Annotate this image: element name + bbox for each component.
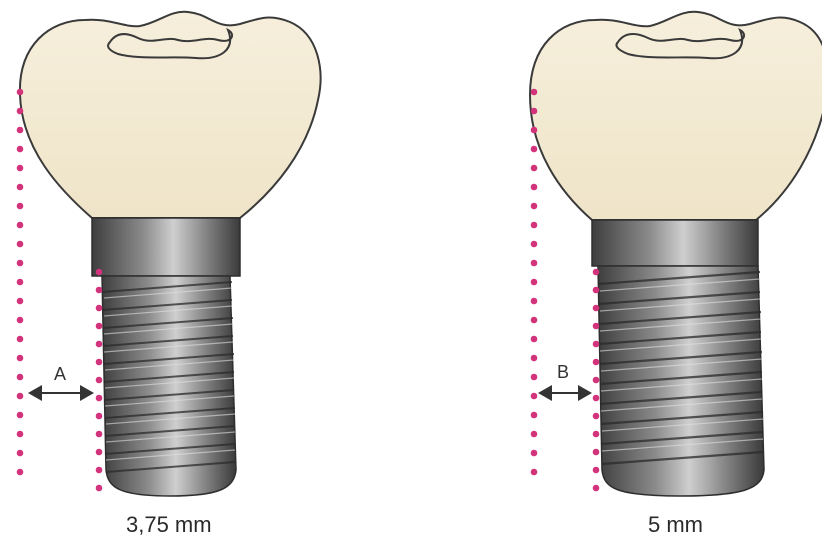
dotted-guide-left-inner [96, 269, 103, 492]
diameter-caption-left: 3,75 mm [126, 512, 212, 538]
guide-dot [17, 241, 24, 248]
dotted-guide-right-outer [531, 89, 538, 476]
guide-dot [531, 127, 538, 134]
guide-dot [17, 184, 24, 191]
guide-dot [593, 413, 600, 420]
guide-dot [96, 467, 103, 474]
guide-dot [17, 393, 24, 400]
guide-dot [531, 336, 538, 343]
guide-dot [96, 485, 103, 492]
guide-dot [531, 393, 538, 400]
guide-dot [593, 377, 600, 384]
guide-dot [531, 203, 538, 210]
guide-dot [593, 305, 600, 312]
guide-dot [17, 260, 24, 267]
implant-collar-left [92, 218, 240, 276]
guide-dot [593, 467, 600, 474]
guide-dot [531, 108, 538, 115]
guide-dot [96, 269, 103, 276]
measure-label-a: A [54, 364, 66, 384]
guide-dot [593, 395, 600, 402]
guide-dot [96, 287, 103, 294]
guide-dot [531, 469, 538, 476]
guide-dot [531, 450, 538, 457]
implant-collar-right [592, 220, 758, 266]
guide-dot [17, 279, 24, 286]
guide-dot [17, 108, 24, 115]
guide-dot [531, 89, 538, 96]
guide-dot [593, 341, 600, 348]
guide-dot [531, 317, 538, 324]
guide-dot [17, 203, 24, 210]
guide-dot [531, 412, 538, 419]
guide-dot [96, 305, 103, 312]
guide-dot [17, 222, 24, 229]
guide-dot [96, 323, 103, 330]
guide-dot [593, 359, 600, 366]
measure-arrow-a: A [30, 364, 92, 393]
guide-dot [593, 323, 600, 330]
diameter-caption-right: 5 mm [648, 512, 703, 538]
guide-dot [96, 431, 103, 438]
guide-dot [96, 413, 103, 420]
guide-dot [96, 341, 103, 348]
guide-dot [17, 89, 24, 96]
guide-dot [531, 146, 538, 153]
guide-dot [531, 355, 538, 362]
guide-dot [17, 146, 24, 153]
dotted-guide-left-outer [17, 89, 24, 476]
guide-dot [593, 287, 600, 294]
guide-dot [17, 317, 24, 324]
guide-dot [17, 412, 24, 419]
guide-dot [17, 450, 24, 457]
guide-dot [531, 165, 538, 172]
guide-dot [17, 431, 24, 438]
guide-dot [593, 485, 600, 492]
measure-label-b: B [557, 362, 569, 382]
guide-dot [17, 298, 24, 305]
guide-dot [593, 431, 600, 438]
guide-dot [96, 359, 103, 366]
guide-dot [17, 355, 24, 362]
implant-right [530, 12, 822, 496]
guide-dot [96, 377, 103, 384]
guide-dot [531, 184, 538, 191]
guide-dot [531, 298, 538, 305]
guide-dot [96, 395, 103, 402]
crown-left [20, 12, 321, 218]
guide-dot [17, 165, 24, 172]
guide-dot [17, 374, 24, 381]
guide-dot [531, 222, 538, 229]
guide-dot [531, 260, 538, 267]
guide-dot [593, 269, 600, 276]
guide-dot [531, 431, 538, 438]
guide-dot [17, 127, 24, 134]
crown-right [530, 12, 822, 220]
guide-dot [593, 449, 600, 456]
guide-dot [17, 336, 24, 343]
guide-dot [531, 241, 538, 248]
guide-dot [531, 279, 538, 286]
guide-dot [96, 449, 103, 456]
measure-arrow-b: B [540, 362, 590, 393]
guide-dot [17, 469, 24, 476]
implant-left [20, 12, 321, 496]
guide-dot [531, 374, 538, 381]
